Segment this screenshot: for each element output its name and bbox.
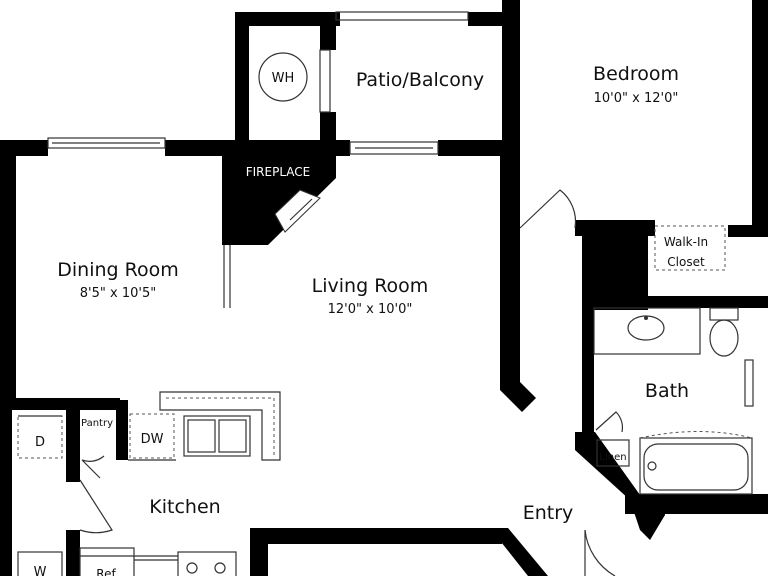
windows [47,11,754,407]
bath-label: Bath [645,380,689,402]
patio-label: Patio/Balcony [356,69,484,91]
entry-label: Entry [523,502,574,524]
kitchen-sink-icon [183,415,251,457]
doors [79,189,624,576]
dining-room-label: Dining Room [57,259,178,281]
water-heater-label: WH [272,71,295,86]
bathtub-icon [639,437,753,495]
toilet-icon [709,307,739,321]
water-heater-icon [258,52,308,102]
bedroom-dimensions: 10'0" x 12'0" [594,91,679,106]
linen-label: Linen [599,452,626,463]
walk-in-closet-label-line2: Closet [667,255,705,269]
pantry-label: Pantry [81,418,113,429]
walk-in-closet-label-line1: Walk-In [664,235,708,249]
dishwasher-label: DW [141,432,164,447]
fixtures [17,52,753,576]
labels: Patio/Balcony Bedroom 10'0" x 12'0" Dini… [34,63,709,576]
bedroom-label: Bedroom [593,63,679,85]
living-room-label: Living Room [312,275,429,297]
fireplace-label: FIREPLACE [246,165,311,179]
dryer-label: D [35,435,45,450]
dining-room-dimensions: 8'5" x 10'5" [80,286,156,301]
washer-label: W [34,565,47,576]
refrigerator-label: Ref [96,567,116,576]
living-room-dimensions: 12'0" x 10'0" [328,302,413,317]
kitchen-label: Kitchen [149,496,220,518]
